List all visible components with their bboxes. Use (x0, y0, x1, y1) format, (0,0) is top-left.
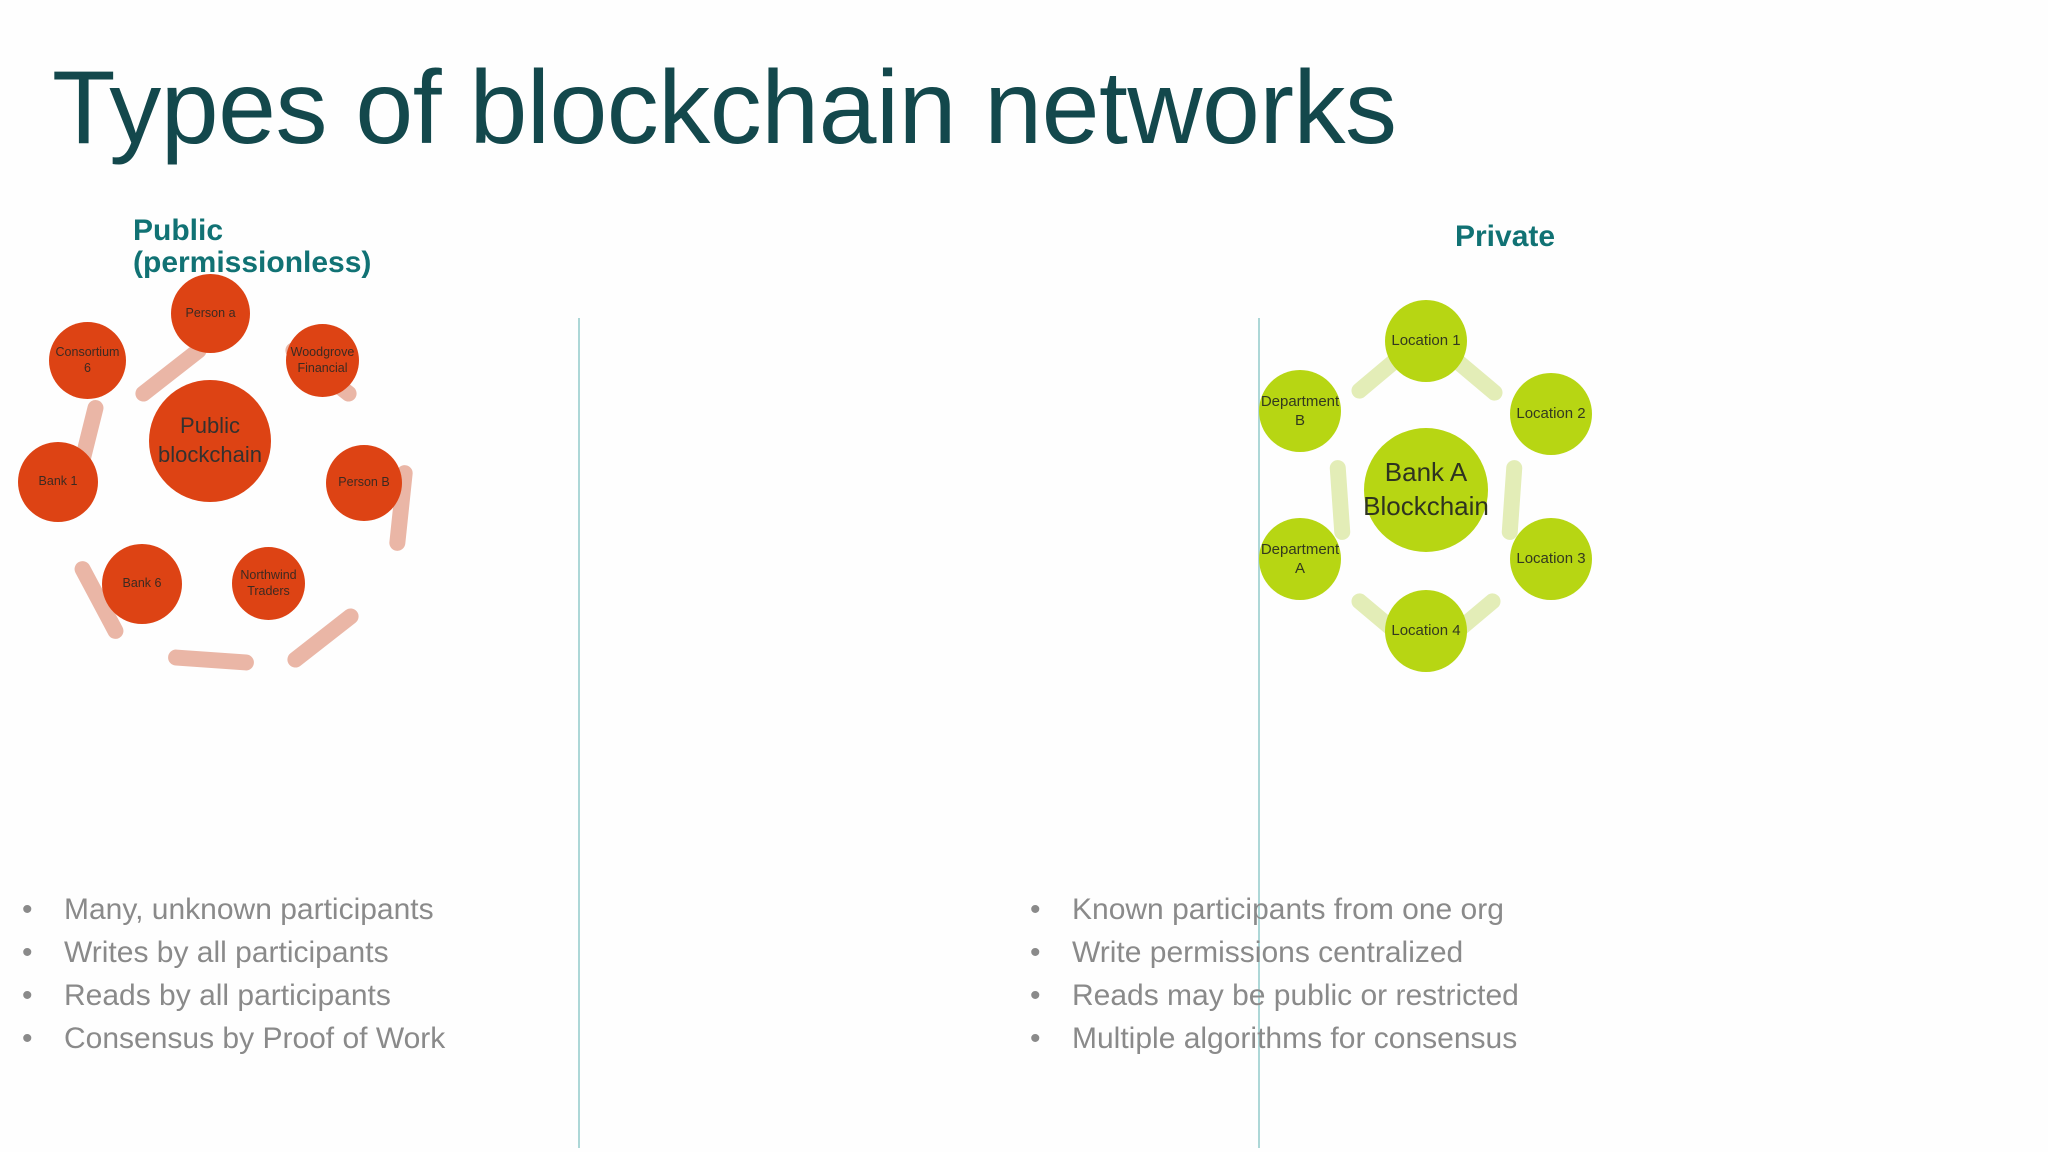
bullet-text: Writes by all participants (64, 936, 389, 969)
node-department-b: Department B (1259, 370, 1341, 452)
column-heading-private: Private (1455, 220, 1556, 253)
list-item: • Consensus by Proof of Work (22, 1017, 445, 1060)
bullet-list-public: • Many, unknown participants • Writes by… (22, 888, 445, 1060)
bullet-list-private: • Known participants from one org • Writ… (1030, 888, 1519, 1060)
list-item: • Known participants from one org (1030, 888, 1519, 931)
bullet-marker-icon: • (1030, 893, 1041, 926)
list-item: • Multiple algorithms for consensus (1030, 1017, 1519, 1060)
bullet-text: Multiple algorithms for consensus (1072, 1022, 1518, 1055)
bullet-marker-icon: • (22, 893, 33, 926)
diagram-private: Bank A Blockchain Location 1 Location 2 … (1259, 300, 1592, 738)
bullet-text: Consensus by Proof of Work (64, 1022, 446, 1055)
bullet-text: Write permissions centralized (1072, 936, 1464, 969)
node-consortium-6: Consortium 6 (49, 322, 126, 399)
hub-node-private: Bank A Blockchain (1363, 428, 1489, 552)
link-segment (167, 649, 255, 671)
list-item: • Write permissions centralized (1030, 931, 1519, 974)
bullet-marker-icon: • (1030, 979, 1041, 1012)
bullet-text: Many, unknown participants (64, 893, 434, 926)
node-northwind-traders: Northwind Traders (232, 547, 305, 620)
column-divider-2 (1258, 318, 1260, 1148)
node-location-2: Location 2 (1510, 373, 1592, 455)
bullet-text: Reads by all participants (64, 979, 391, 1012)
list-item: • Reads by all participants (22, 974, 445, 1017)
link-segment (284, 605, 362, 671)
hub-node-public: Public blockchain (149, 380, 271, 502)
bullet-marker-icon: • (1030, 936, 1041, 969)
page-title: Types of blockchain networks (52, 50, 1397, 166)
node-department-a: Department A (1259, 518, 1341, 600)
column-private: Private Bank A Blockchain Location 1 Loc… (578, 0, 1592, 1152)
column-divider-1 (578, 318, 580, 1148)
node-person-a: Person a (171, 274, 250, 353)
bullet-marker-icon: • (22, 1022, 33, 1055)
diagram-public: Public blockchain Person a Woodgrove Fin… (8, 274, 538, 732)
node-location-1: Location 1 (1385, 300, 1467, 382)
bullet-text: Known participants from one org (1072, 893, 1504, 926)
node-woodgrove-financial: Woodgrove Financial (286, 324, 359, 397)
node-bank-6: Bank 6 (102, 544, 182, 624)
bullet-marker-icon: • (22, 936, 33, 969)
column-consortium: Consortium (permissioned) Consortium Woo… (1258, 0, 2048, 1152)
list-item: • Reads may be public or restricted (1030, 974, 1519, 1017)
node-bank-1: Bank 1 (18, 442, 98, 522)
list-item: • Writes by all participants (22, 931, 445, 974)
bullet-marker-icon: • (22, 979, 33, 1012)
column-public: Public (permissionless) Public blockchai… (0, 0, 578, 1152)
node-person-b: Person B (326, 445, 402, 521)
column-heading-public: Public (permissionless) (133, 214, 372, 280)
bullet-marker-icon: • (1030, 1022, 1041, 1055)
node-location-4: Location 4 (1385, 590, 1467, 672)
bullet-text: Reads may be public or restricted (1072, 979, 1519, 1012)
node-location-3: Location 3 (1510, 518, 1592, 600)
list-item: • Many, unknown participants (22, 888, 445, 931)
